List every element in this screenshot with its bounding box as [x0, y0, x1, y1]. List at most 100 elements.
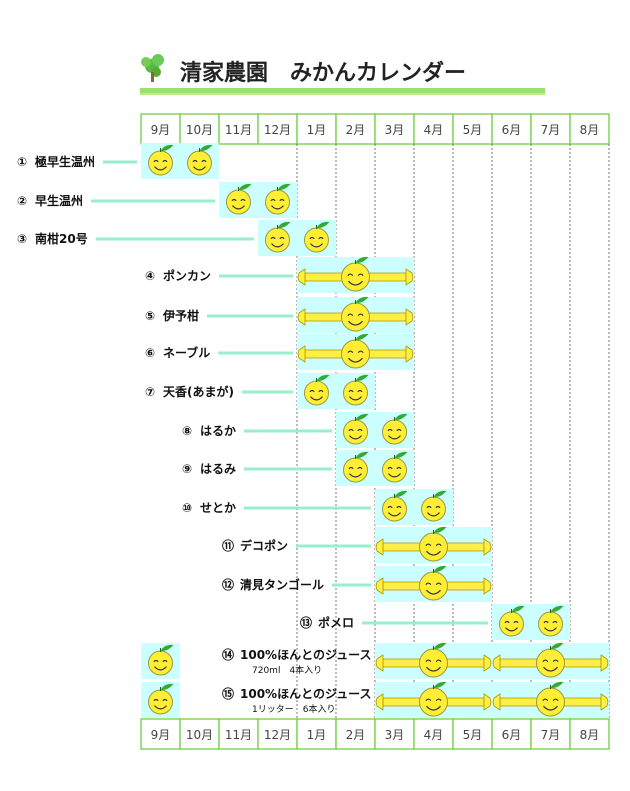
product-name: 100%ほんとのジュース [240, 687, 372, 701]
mikan-icon [148, 683, 174, 715]
month-label: 1月 [307, 728, 327, 742]
product-row: ③ 南柑20号 [17, 220, 336, 256]
month-label: 2月 [346, 728, 366, 742]
product-name: 天香(あまが) [163, 384, 234, 399]
mikan-icon [382, 451, 408, 483]
product-name: ネーブル [163, 345, 210, 360]
month-label: 12月 [264, 728, 291, 742]
stretching-mikan-icon [375, 642, 492, 678]
month-cell-top: 1月 [296, 113, 337, 145]
mikan-icon [538, 605, 564, 637]
product-number: ⑦ [145, 385, 155, 399]
mikan-icon [421, 490, 447, 522]
month-cell-bottom: 4月 [413, 718, 454, 750]
month-cell-top: 3月 [374, 113, 415, 145]
month-label: 8月 [580, 123, 600, 137]
product-number: ③ [17, 232, 27, 246]
product-name: はるか [200, 424, 236, 438]
product-label: ① 極早生温州 [17, 154, 95, 169]
month-label: 3月 [385, 123, 405, 137]
product-label: ⑦ 天香(あまが) [145, 384, 234, 399]
stretching-mikan-icon [297, 296, 414, 332]
product-row: ⑩ せとか [182, 489, 453, 525]
mikan-icon [499, 605, 525, 637]
product-name: 清見タンゴール [240, 577, 324, 592]
product-label: ③ 南柑20号 [17, 231, 88, 246]
product-label: ⑨ はるみ [182, 462, 236, 476]
product-name: 100%ほんとのジュース [240, 648, 372, 662]
product-name: 南柑20号 [35, 231, 88, 246]
mikan-icon [382, 413, 408, 445]
mikan-icon [148, 644, 174, 676]
product-number: ① [17, 155, 27, 169]
mikan-icon [226, 183, 252, 215]
title-grass-underline [140, 88, 545, 95]
product-label: ⑭ 100%ほんとのジュース 720ml 4本入り [222, 647, 372, 676]
product-name: ポンカン [163, 268, 211, 283]
mikan-icon [187, 144, 213, 176]
month-cell-top: 10月 [179, 113, 220, 145]
month-cell-top: 9月 [140, 113, 181, 145]
month-label: 1月 [307, 123, 327, 137]
month-cell-bottom: 6月 [491, 718, 532, 750]
month-label: 12月 [264, 123, 291, 137]
month-label: 5月 [463, 123, 483, 137]
product-number: ⑭ [222, 647, 234, 662]
month-cell-top: 7月 [530, 113, 571, 145]
product-name: 極早生温州 [35, 154, 95, 169]
month-cell-top: 6月 [491, 113, 532, 145]
product-subtext: 720ml 4本入り [252, 664, 322, 676]
month-label: 9月 [151, 728, 171, 742]
month-label: 3月 [385, 728, 405, 742]
stretching-mikan-icon [297, 256, 414, 292]
product-number: ⑩ [182, 501, 192, 515]
product-number: ⑪ [222, 538, 234, 553]
month-cell-bottom: 12月 [257, 718, 298, 750]
month-cell-bottom: 2月 [335, 718, 376, 750]
month-cell-bottom: 9月 [140, 718, 181, 750]
product-number: ⑫ [222, 577, 234, 592]
product-number: ⑧ [182, 424, 192, 438]
mikan-icon [265, 221, 291, 253]
title-group: 清家農園 みかんカレンダー [140, 54, 545, 95]
tree-icon [141, 54, 164, 82]
product-number: ⑮ [222, 686, 234, 701]
product-number: ⑬ [300, 615, 312, 630]
product-label: ⑫ 清見タンゴール [222, 577, 324, 592]
month-label: 9月 [151, 123, 171, 137]
product-number: ⑨ [182, 462, 192, 476]
product-name: せとか [200, 501, 236, 515]
product-name: ポメロ [318, 615, 354, 630]
mikan-icon [343, 374, 369, 406]
stretching-mikan-icon [375, 526, 492, 562]
stretching-mikan-icon [375, 681, 492, 717]
month-cell-top: 2月 [335, 113, 376, 145]
product-row: ⑬ ポメロ [300, 604, 570, 640]
month-cell-bottom: 8月 [569, 718, 610, 750]
product-name: はるみ [200, 462, 236, 476]
month-label: 10月 [186, 123, 213, 137]
month-cell-top: 8月 [569, 113, 610, 145]
product-number: ② [17, 194, 27, 208]
month-label: 7月 [541, 728, 561, 742]
mikan-icon [148, 144, 174, 176]
stretching-mikan-icon [297, 333, 414, 369]
stretching-mikan-icon [492, 681, 609, 717]
month-label: 8月 [580, 728, 600, 742]
page-title: 清家農園 みかんカレンダー [180, 60, 466, 86]
month-label: 11月 [225, 728, 252, 742]
product-label: ⑧ はるか [182, 424, 236, 438]
month-cell-bottom: 1月 [296, 718, 337, 750]
month-label: 11月 [225, 123, 252, 137]
product-row: ⑨ はるみ [182, 450, 414, 486]
product-number: ⑤ [145, 309, 155, 323]
